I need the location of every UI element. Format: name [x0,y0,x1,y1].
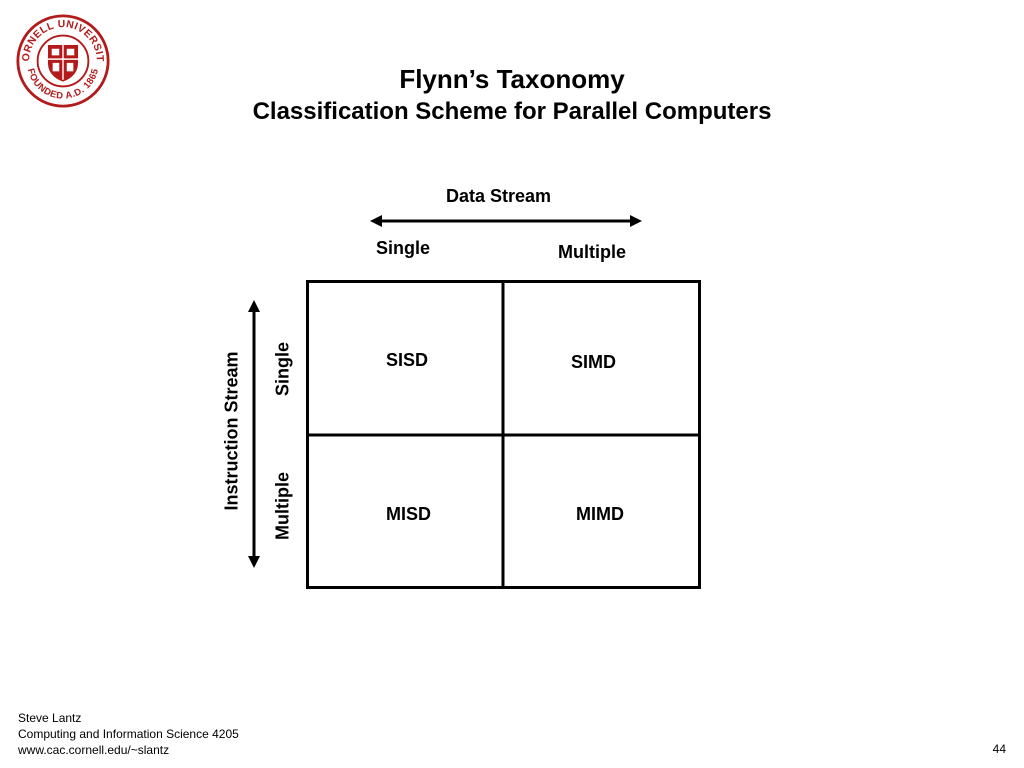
footer-author: Steve Lantz [18,711,82,725]
instruction-stream-label: Instruction Stream [221,351,242,511]
cell-simd: SIMD [571,352,616,372]
instruction-stream-arrow [248,300,260,568]
footer: Steve Lantz Computing and Information Sc… [18,710,239,758]
cornell-seal-logo: CORNELL UNIVERSITY FOUNDED A.D. 1865 [16,14,110,108]
data-stream-label: Data Stream [446,186,552,206]
data-stream-arrow [370,215,642,227]
cell-mimd: MIMD [576,504,624,524]
footer-url: www.cac.cornell.edu/~slantz [18,743,170,757]
instruction-stream-single-label: Single [272,341,293,397]
taxonomy-grid [306,280,701,589]
cell-sisd: SISD [386,350,429,370]
cell-misd: MISD [386,504,431,524]
instruction-stream-multiple-label: Multiple [272,472,293,540]
page-title: Flynn’s Taxonomy [399,64,625,94]
data-stream-single-label: Single [376,238,431,258]
footer-course: Computing and Information Science 4205 [18,727,239,741]
page-number: 44 [992,742,1006,756]
data-stream-multiple-label: Multiple [558,242,626,262]
page-subtitle: Classification Scheme for Parallel Compu… [252,98,772,125]
